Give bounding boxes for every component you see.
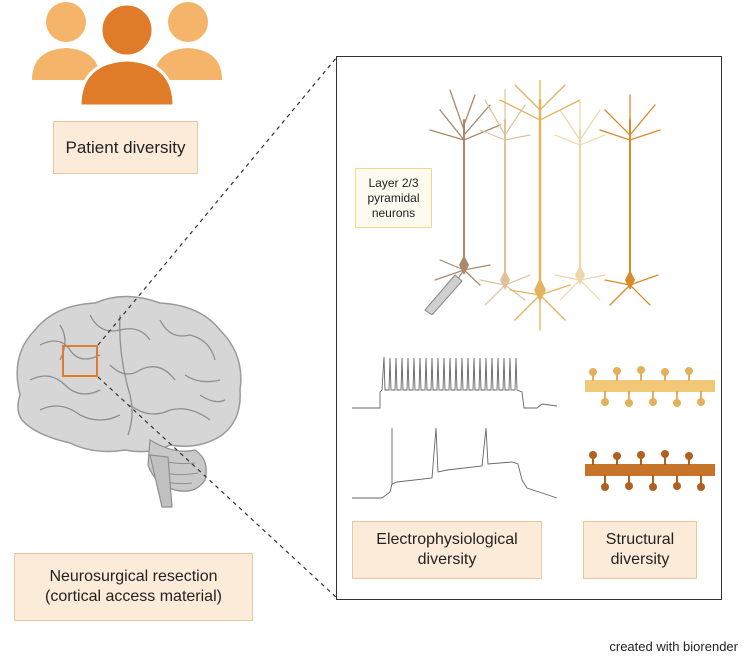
layer-neurons-label: Layer 2/3 pyramidal neurons [355, 168, 432, 228]
neurosurgical-label: Neurosurgical resection (cortical access… [14, 553, 253, 621]
patch-pipette-icon [424, 274, 463, 315]
layer-neurons-text: Layer 2/3 pyramidal neurons [367, 175, 420, 220]
electro-diversity-text: Electrophysiological diversity [376, 531, 518, 568]
brain-icon [16, 295, 242, 508]
structural-diversity-text: Structural diversity [605, 531, 675, 568]
neurosurgical-text: Neurosurgical resection (cortical access… [45, 568, 222, 605]
dendrite-dark-icon [585, 450, 715, 491]
patient-diversity-text: Patient diversity [65, 137, 186, 157]
electro-diversity-label: Electrophysiological diversity [352, 521, 542, 579]
structural-diversity-label: Structural diversity [583, 521, 697, 579]
detail-panel [336, 56, 722, 600]
region-of-interest-box [62, 345, 98, 377]
electrophysiology-traces [352, 356, 558, 499]
people-group-icon [32, 2, 222, 108]
pyramidal-neurons-illustration [429, 80, 661, 331]
credit-text: created with biorender [609, 639, 738, 654]
dendrite-light-icon [585, 366, 715, 407]
patient-diversity-label: Patient diversity [53, 121, 198, 174]
